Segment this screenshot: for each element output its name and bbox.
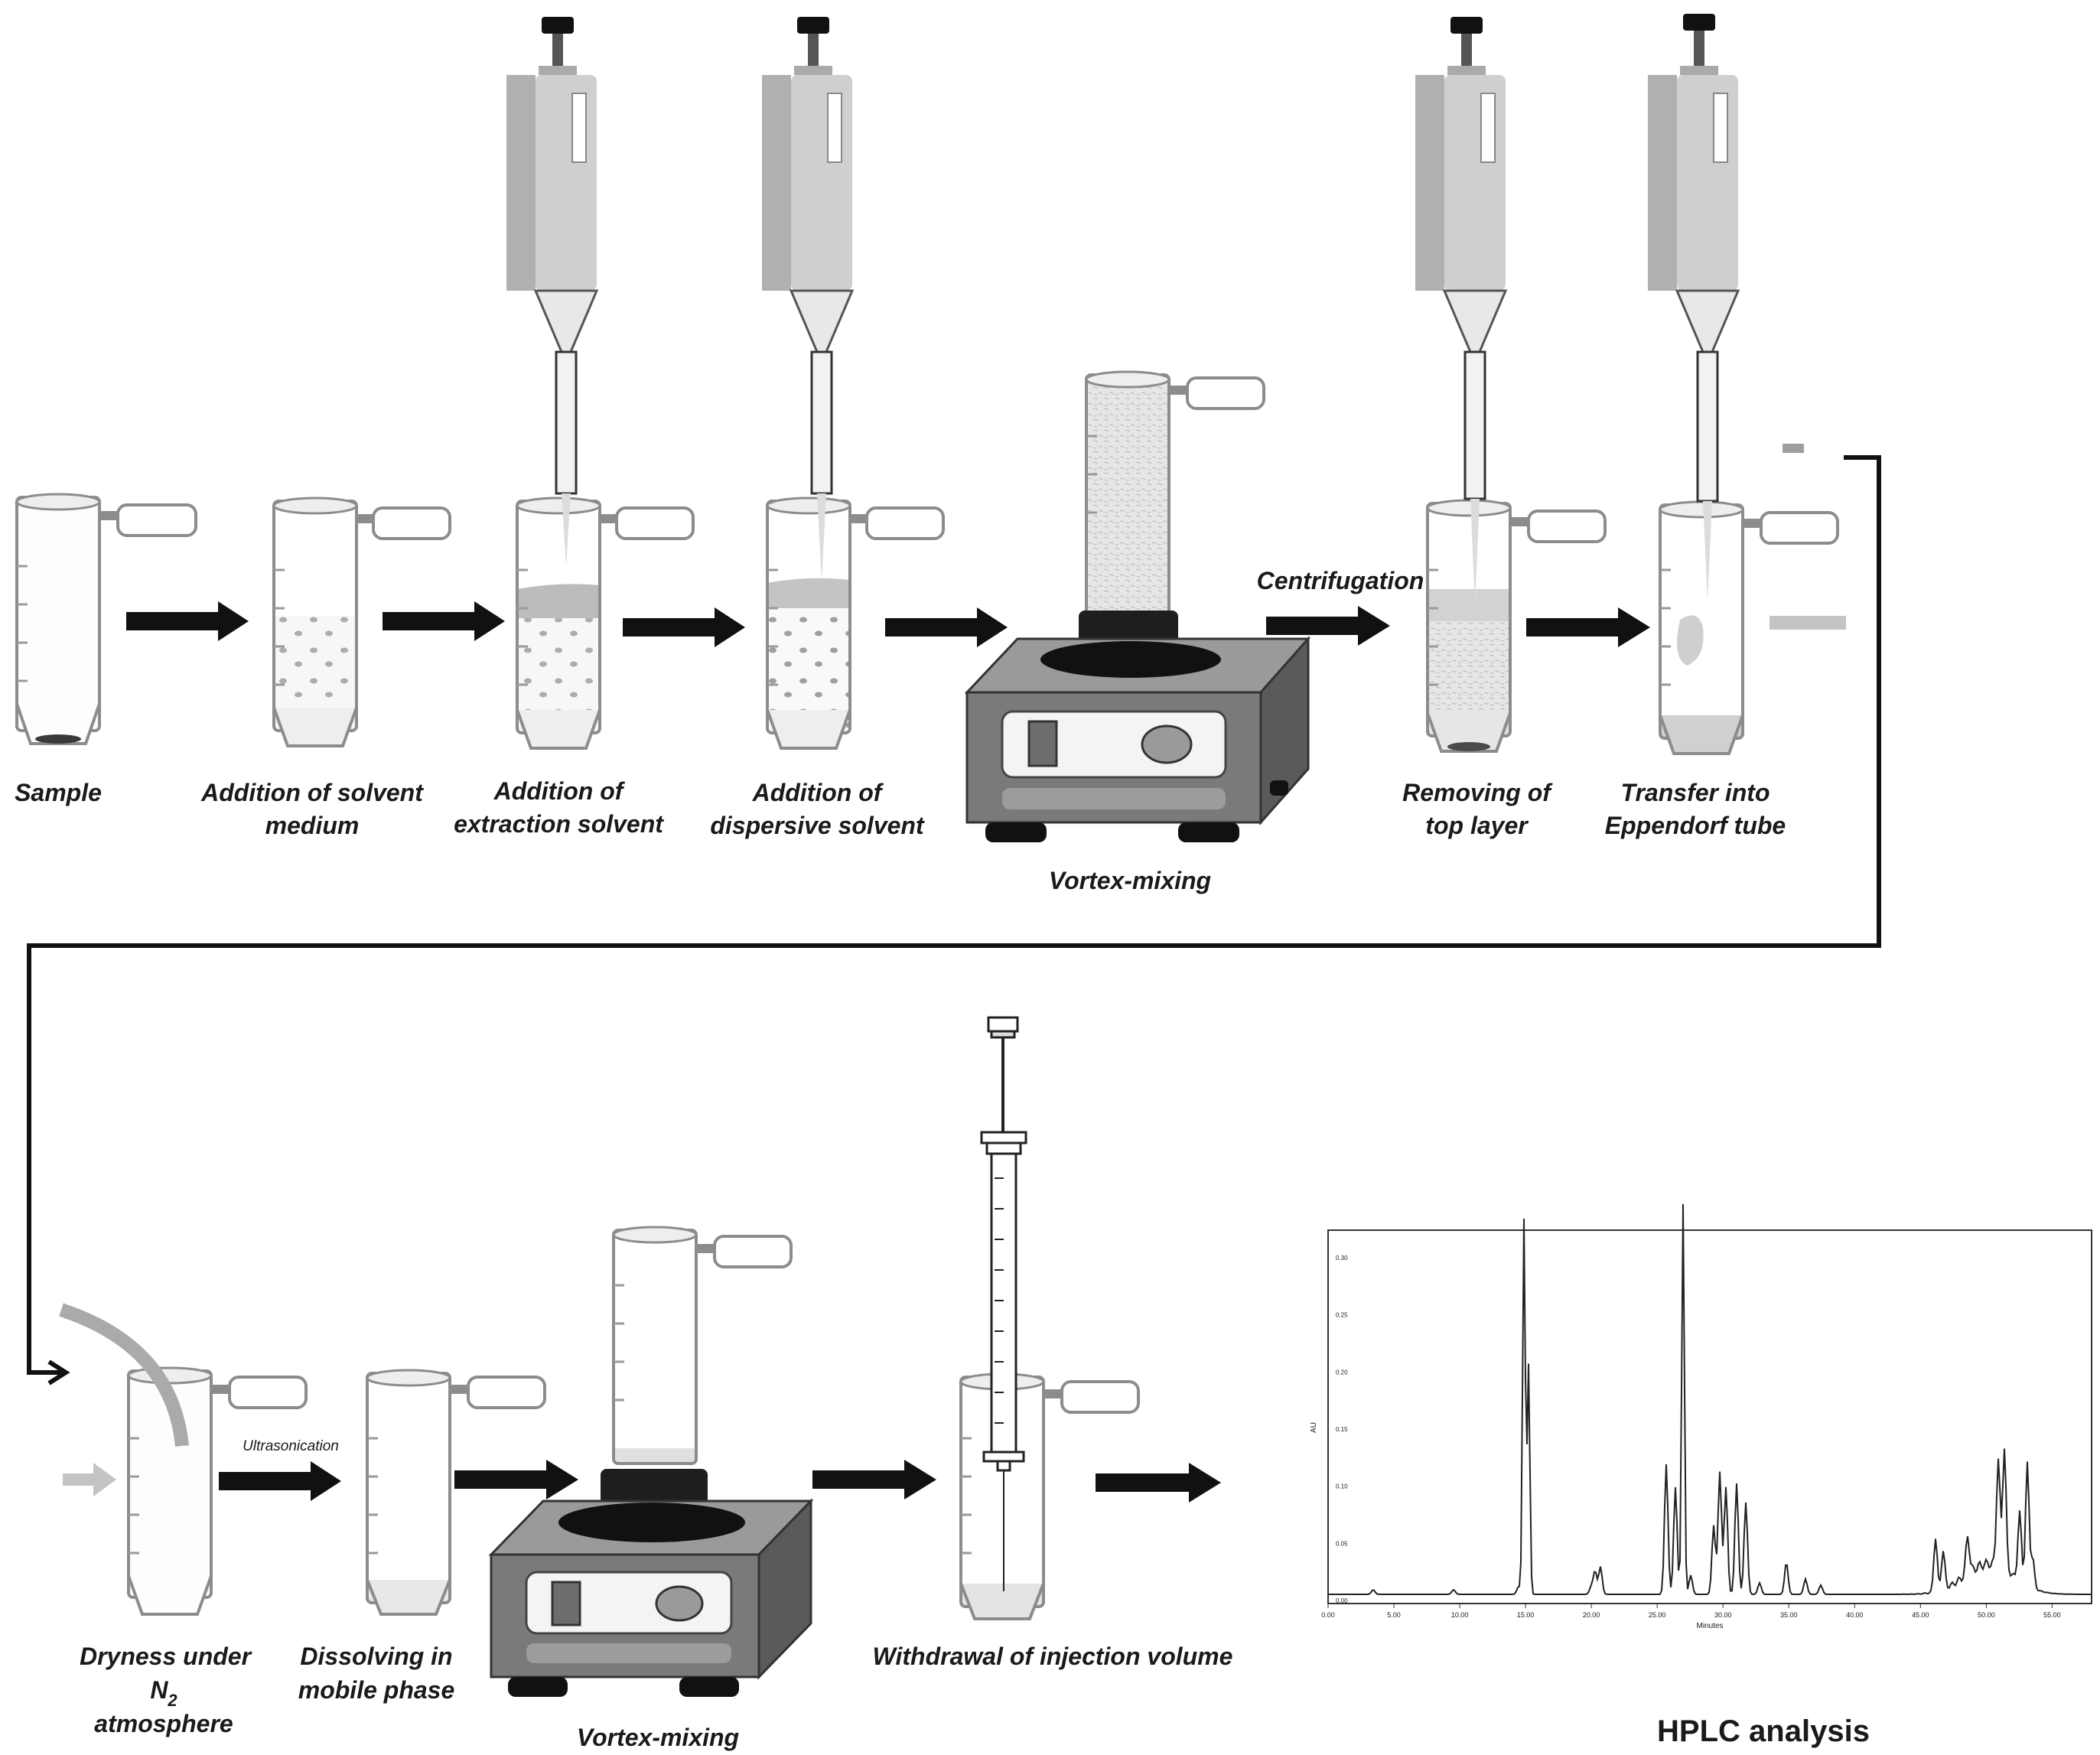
hplc-x-tick-label: 30.00	[1714, 1611, 1732, 1619]
hplc-x-ticks: 0.00 5.00 10.00 15.00 20.00 25.00 30.00 35.00 40…	[1321, 1604, 2061, 1619]
hplc-x-tick-label: 5.00	[1387, 1611, 1401, 1619]
label-solvent-medium-2: medium	[265, 812, 360, 839]
syringe	[980, 1016, 1027, 1591]
hplc-ylabel: AU	[1310, 1422, 1318, 1433]
label-transfer-2: Eppendorf tube	[1605, 812, 1786, 839]
hplc-y-tick-label: 0.00	[1336, 1597, 1348, 1604]
hplc-x-tick-label: 0.00	[1321, 1611, 1335, 1619]
label-dissolving-2: mobile phase	[298, 1676, 455, 1704]
arrow-label-ultrasonication: Ultrasonication	[243, 1438, 339, 1454]
hplc-trace	[1328, 1203, 2092, 1596]
hplc-x-tick-label: 50.00	[1978, 1611, 1995, 1619]
hplc-x-tick-label: 55.00	[2043, 1611, 2061, 1619]
hplc-x-tick-label: 35.00	[1780, 1611, 1798, 1619]
label-dryness-n2: N2	[150, 1676, 177, 1710]
hplc-x-tick-label: 40.00	[1846, 1611, 1864, 1619]
label-vortex-2: Vortex-mixing	[577, 1724, 739, 1751]
pipette-dispersive	[762, 17, 855, 581]
hplc-xlabel: Minutes	[1696, 1622, 1723, 1630]
label-dispersive-1: Addition of	[752, 779, 884, 806]
row1-labels: Sample Addition of solvent medium Additi…	[15, 777, 1786, 894]
flow-connector	[27, 455, 1881, 1375]
row2-arrows	[219, 1460, 1221, 1503]
hplc-y-ticks: 0.00 0.05 0.10 0.15 0.20 0.25 0.30	[1336, 1255, 1348, 1604]
label-extraction-1: Addition of	[493, 777, 626, 805]
dispersive-solvent-tube	[766, 497, 945, 750]
hplc-y-tick-label: 0.15	[1336, 1426, 1348, 1433]
label-extraction-2: extraction solvent	[454, 810, 664, 838]
hplc-y-tick-label: 0.25	[1336, 1312, 1348, 1319]
vortex-mixer-2	[488, 1226, 814, 1697]
label-dryness-sub: 2	[167, 1691, 177, 1710]
label-transfer-1: Transfer into	[1621, 779, 1770, 806]
hplc-x-tick-label: 20.00	[1583, 1611, 1600, 1619]
hplc-chromatogram: 0.00 0.05 0.10 0.15 0.20 0.25 0.30 0.00 5.00 10.…	[1310, 1203, 2092, 1630]
pipette-extraction	[506, 17, 599, 566]
label-dryness-3: atmosphere	[94, 1710, 233, 1737]
label-dispersive-2: dispersive solvent	[710, 812, 925, 839]
transfer-tube	[1659, 500, 1839, 755]
label-withdrawal: Withdrawal of injection volume	[873, 1643, 1233, 1670]
arrow-label-centrifugation: Centrifugation	[1257, 567, 1424, 594]
hplc-x-tick-label: 25.00	[1649, 1611, 1666, 1619]
hplc-y-tick-label: 0.30	[1336, 1255, 1348, 1262]
vortex-mixer-1	[964, 370, 1311, 842]
hplc-y-tick-label: 0.10	[1336, 1483, 1348, 1490]
injection-tube	[959, 1372, 1140, 1620]
label-vortex-1: Vortex-mixing	[1049, 867, 1211, 894]
hplc-x-tick-label: 45.00	[1912, 1611, 1929, 1619]
hplc-x-tick-label: 15.00	[1517, 1611, 1535, 1619]
sample-tube	[15, 493, 197, 745]
top-layer-tube	[1426, 499, 1607, 753]
label-sample: Sample	[15, 779, 102, 806]
pipette-transfer	[1648, 14, 1740, 601]
label-dryness-1: Dryness under	[80, 1643, 252, 1670]
label-solvent-medium-1: Addition of solvent	[200, 779, 424, 806]
label-dissolving-1: Dissolving in	[300, 1643, 452, 1670]
label-dryness-n: N	[150, 1676, 168, 1704]
hplc-y-tick-label: 0.20	[1336, 1369, 1348, 1376]
pipette-top-layer	[1415, 17, 1508, 604]
dryness-tube	[59, 1303, 308, 1616]
hplc-x-tick-label: 10.00	[1451, 1611, 1469, 1619]
hplc-caption: HPLC analysis	[1657, 1714, 1870, 1748]
hplc-y-tick-label: 0.05	[1336, 1540, 1348, 1547]
label-top-layer-1: Removing of	[1402, 779, 1553, 806]
solvent-medium-tube	[272, 497, 451, 747]
eppendorf-marker	[1783, 444, 1804, 453]
extraction-solvent-tube	[516, 497, 695, 750]
row1-arrows	[126, 601, 1650, 647]
dissolving-tube	[366, 1369, 546, 1616]
connector-arrowhead	[47, 1359, 70, 1385]
label-top-layer-2: top layer	[1425, 812, 1529, 839]
row2-labels: Dryness under N2 atmosphere Dissolving i…	[80, 1643, 1232, 1751]
nitrogen-inlet-arrow	[63, 1463, 116, 1496]
eppendorf-drop	[1770, 616, 1846, 630]
